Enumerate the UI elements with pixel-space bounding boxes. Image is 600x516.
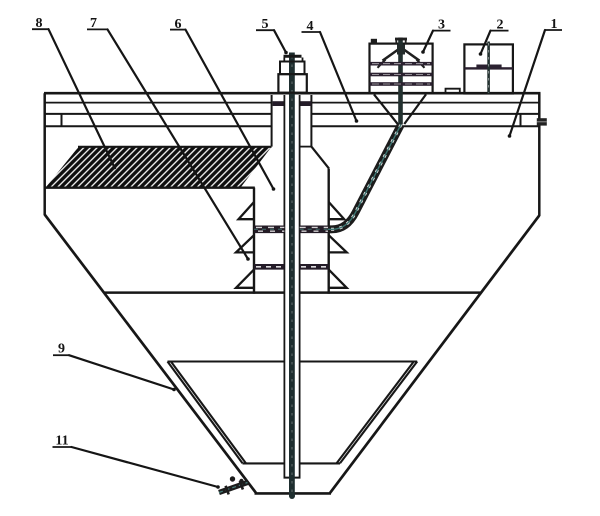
svg-text:4: 4 [307, 19, 314, 34]
svg-text:11: 11 [55, 434, 68, 449]
svg-text:1: 1 [551, 17, 558, 32]
svg-text:6: 6 [175, 17, 182, 32]
svg-text:5: 5 [262, 17, 269, 32]
svg-text:9: 9 [58, 342, 65, 357]
svg-text:3: 3 [438, 18, 445, 33]
svg-text:8: 8 [36, 16, 43, 31]
svg-text:7: 7 [90, 16, 97, 31]
svg-text:2: 2 [497, 18, 504, 33]
